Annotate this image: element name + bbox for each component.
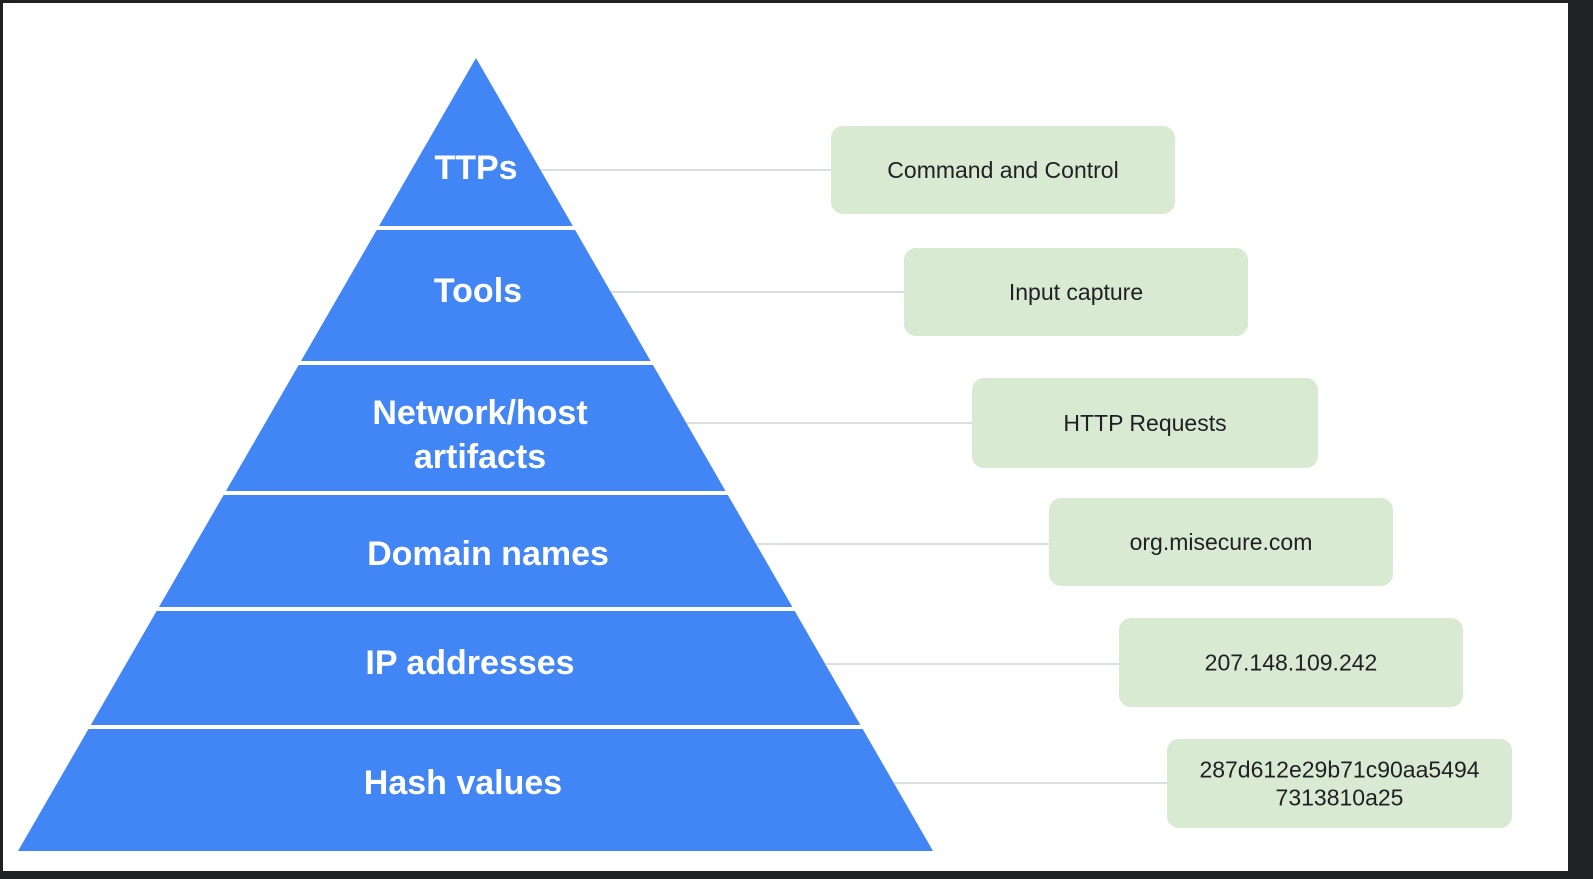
example-box	[831, 126, 1175, 214]
example-label: Command and Control	[887, 157, 1118, 183]
connector-lines	[540, 169, 1167, 784]
pyramid-tier-1	[378, 58, 573, 226]
example-box	[1167, 739, 1512, 828]
pyramid-tier-6	[18, 729, 933, 851]
tier-label: TTPs	[434, 149, 517, 187]
example-label: 7313810a25	[1276, 785, 1404, 811]
pyramid-tier-2	[301, 230, 651, 361]
tier-label: Network/host	[372, 394, 587, 432]
pyramid-tier-5	[90, 611, 861, 725]
example-box	[904, 248, 1248, 336]
pyramid-tier-4	[158, 495, 793, 607]
tier-label: IP addresses	[365, 644, 574, 682]
example-label: 287d612e29b71c90aa5494	[1199, 757, 1479, 783]
tier-label: Domain names	[367, 535, 609, 573]
pyramid-tier-3	[225, 365, 726, 491]
example-label: 207.148.109.242	[1205, 650, 1378, 676]
example-label: org.misecure.com	[1130, 529, 1313, 555]
example-box	[1049, 498, 1393, 586]
example-label: Input capture	[1009, 279, 1143, 305]
tier-label: Hash values	[364, 764, 562, 802]
example-box	[972, 378, 1318, 468]
example-box	[1119, 618, 1463, 707]
tier-label: artifacts	[414, 438, 546, 476]
example-label: HTTP Requests	[1063, 410, 1226, 436]
tier-label: Tools	[434, 272, 522, 310]
